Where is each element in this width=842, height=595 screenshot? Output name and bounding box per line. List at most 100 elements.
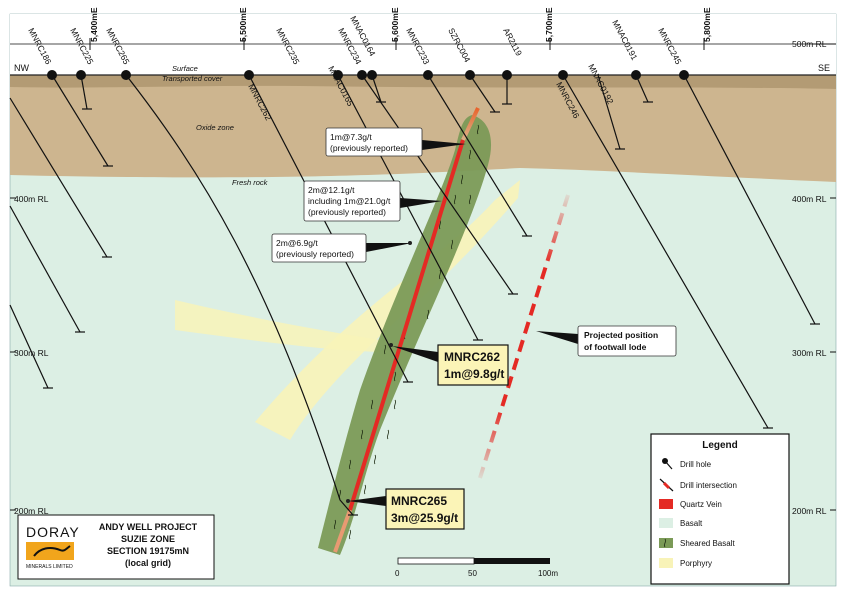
drill-trace-mnac0192 bbox=[597, 74, 621, 150]
drill-trace-mnrc235 bbox=[337, 74, 479, 341]
callout-footwall: Projected position of footwall lode bbox=[577, 325, 677, 357]
direction-nw: NW bbox=[14, 63, 29, 73]
legend-item-drill-hole: Drill hole bbox=[662, 458, 712, 470]
title-line-3: SECTION 19175mN bbox=[107, 546, 189, 556]
drill-trace-mnrc233 bbox=[427, 74, 528, 237]
collar-mnrc262 bbox=[244, 70, 254, 80]
drill-trace-short-mnrc225 bbox=[80, 74, 88, 110]
callout-3-note: (previously reported) bbox=[276, 249, 354, 259]
title-line-4: (local grid) bbox=[125, 558, 171, 568]
collar-mnrc245 bbox=[679, 70, 689, 80]
rl-ticks bbox=[10, 197, 836, 511]
logo-subtext: MINERALS LIMITED bbox=[26, 564, 73, 570]
legend-item-basalt: Basalt bbox=[659, 518, 703, 528]
drill-trace-szrc004 bbox=[469, 74, 496, 113]
legend-label-drill-intersection: Drill intersection bbox=[680, 481, 737, 490]
easting-label-5700: 5,700mE bbox=[544, 7, 554, 42]
drill-trace-mnrc225 bbox=[51, 74, 109, 167]
easting-labels: 5,400mE 5,500mE 5,600mE 5,700mE 5,800mE bbox=[89, 7, 712, 42]
easting-label-5600: 5,600mE bbox=[390, 7, 400, 42]
collar-mnac0191 bbox=[631, 70, 641, 80]
legend-item-sheared-basalt: Sheared Basalt bbox=[659, 538, 735, 548]
legend-label-drill-hole: Drill hole bbox=[680, 460, 712, 469]
intersection-marker-a bbox=[408, 241, 412, 245]
callout-1-value: 1m@7.3g/t bbox=[330, 132, 372, 142]
title-line-2: SUZIE ZONE bbox=[121, 534, 175, 544]
scale-label-0: 0 bbox=[395, 569, 400, 578]
sky-strip bbox=[10, 14, 836, 75]
drill-trace-mnrc186c bbox=[9, 304, 49, 389]
callout-leaders bbox=[348, 140, 578, 506]
callout-3-value: 2m@6.9g/t bbox=[276, 238, 318, 248]
callout-mnrc265-value: 3m@25.9g/t bbox=[391, 511, 458, 525]
collar-mnac0164 bbox=[367, 70, 377, 80]
legend-title: Legend bbox=[702, 440, 738, 451]
callout-mnrc262-value: 1m@9.8g/t bbox=[444, 367, 504, 381]
collar-mnrc186 bbox=[47, 70, 57, 80]
transported-cover-label: Transported cover bbox=[162, 74, 223, 83]
callout-2-including: including 1m@21.0g/t bbox=[308, 196, 391, 206]
fresh-rock-label: Fresh rock bbox=[232, 178, 269, 187]
rl-label-500: 500m RL bbox=[792, 39, 827, 49]
easting-label-5800: 5,800mE bbox=[702, 7, 712, 42]
logo-mark bbox=[26, 542, 74, 560]
porphyry-band-lower bbox=[175, 300, 380, 352]
collar-mnrc265 bbox=[121, 70, 131, 80]
direction-se: SE bbox=[818, 63, 830, 73]
quartz-vein bbox=[348, 139, 465, 511]
drill-trace-mnac0165 bbox=[361, 74, 514, 295]
title-line-1: ANDY WELL PROJECT bbox=[99, 522, 198, 532]
transported-cover bbox=[10, 75, 836, 89]
intersection-marker-c bbox=[346, 499, 350, 503]
legend-label-basalt: Basalt bbox=[680, 519, 703, 528]
drill-holes bbox=[9, 74, 816, 516]
legend-item-porphyry: Porphyry bbox=[659, 558, 712, 568]
oxide-zone bbox=[10, 75, 836, 182]
rl-labels: 500m RL 400m RL 400m RL 300m RL 300m RL … bbox=[14, 39, 827, 516]
footwall-line-2: of footwall lode bbox=[584, 342, 647, 352]
callout-mnrc262: MNRC262 1m@9.8g/t bbox=[437, 344, 509, 386]
callout-mnrc265-name: MNRC265 bbox=[391, 494, 447, 508]
drill-trace-mnrc245 bbox=[683, 74, 816, 325]
quartz-vein-upper bbox=[461, 107, 480, 141]
callout-mnrc265: MNRC265 3m@25.9g/t bbox=[385, 488, 465, 530]
footwall-line-1: Projected position bbox=[584, 330, 658, 340]
end-of-hole-ticks bbox=[43, 101, 820, 516]
callout-previously-2: 2m@12.1g/t including 1m@21.0g/t (previou… bbox=[303, 180, 401, 222]
oxide-zone-label: Oxide zone bbox=[196, 123, 234, 132]
grid-ticks bbox=[10, 38, 836, 50]
section-annotations: NW SE Surface Transported cover Oxide zo… bbox=[14, 63, 830, 187]
rl-label-300-right: 300m RL bbox=[792, 348, 827, 358]
callout-previously-3: 2m@6.9g/t (previously reported) bbox=[271, 233, 367, 263]
rl-label-300-left: 300m RL bbox=[14, 348, 49, 358]
drill-trace-mnrc262 bbox=[248, 74, 409, 383]
legend-label-quartz-vein: Quartz Vein bbox=[680, 500, 722, 509]
callout-mnrc262-name: MNRC262 bbox=[444, 350, 500, 364]
collar-mnrc225 bbox=[76, 70, 86, 80]
title-block: DORAY MINERALS LIMITED ANDY WELL PROJECT… bbox=[17, 514, 215, 580]
rl-label-400-left: 400m RL bbox=[14, 194, 49, 204]
surface-label: Surface bbox=[172, 64, 198, 73]
scale-bar: 0 50 100m bbox=[395, 557, 558, 578]
easting-label-5500: 5,500mE bbox=[238, 7, 248, 42]
scale-label-100: 100m bbox=[538, 569, 558, 578]
drill-trace-mnrc186a bbox=[9, 97, 108, 258]
rl-label-200-left: 200m RL bbox=[14, 506, 49, 516]
scale-label-50: 50 bbox=[468, 569, 477, 578]
quartz-vein-lower bbox=[333, 509, 352, 553]
legend-label-porphyry: Porphyry bbox=[680, 559, 712, 568]
drill-collars bbox=[47, 70, 689, 80]
legend: Legend Drill hole Drill intersection Qua… bbox=[650, 433, 790, 585]
logo-emblem bbox=[33, 545, 71, 557]
collar-mnrc235 bbox=[333, 70, 343, 80]
drill-trace-mnrc246 bbox=[562, 74, 769, 429]
legend-item-quartz-vein: Quartz Vein bbox=[659, 499, 722, 509]
callout-1-note: (previously reported) bbox=[330, 143, 408, 153]
collar-mnac0165 bbox=[357, 70, 367, 80]
legend-item-drill-intersection: Drill intersection bbox=[659, 478, 737, 492]
rl-label-400-right: 400m RL bbox=[792, 194, 827, 204]
collar-ar2119 bbox=[502, 70, 512, 80]
logo-text: DORAY bbox=[26, 524, 80, 540]
callout-previously-1: 1m@7.3g/t (previously reported) bbox=[325, 127, 423, 157]
